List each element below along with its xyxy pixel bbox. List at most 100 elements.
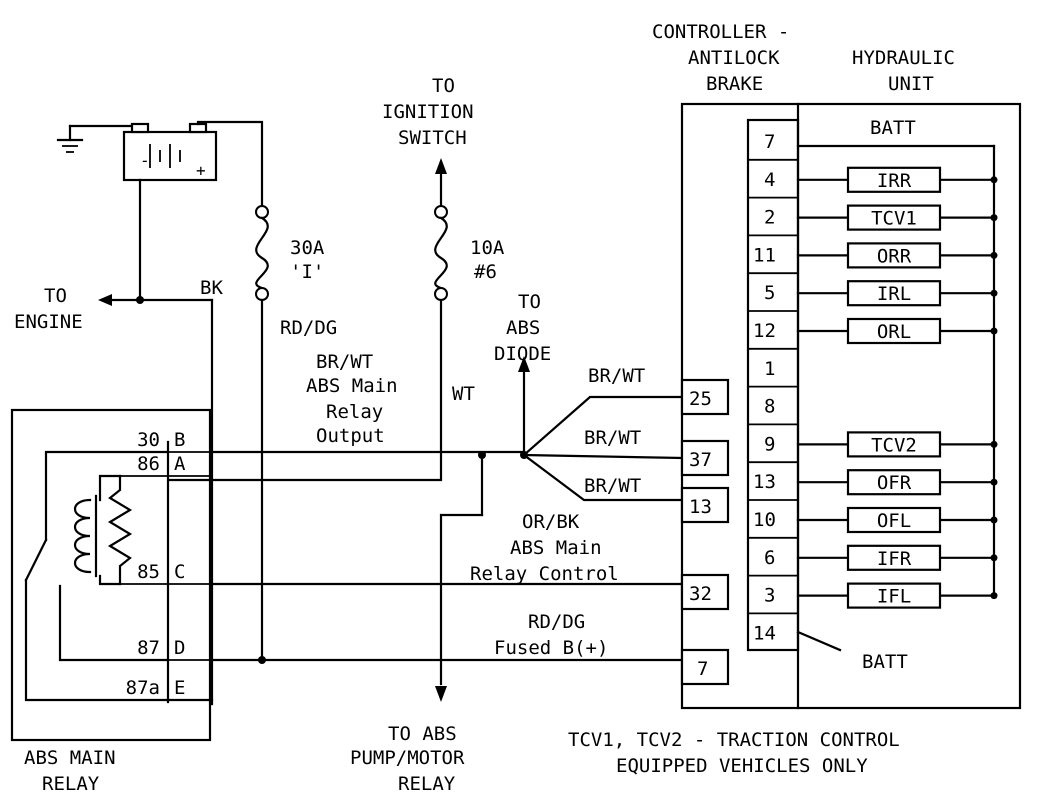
controller-pin-32: 32 [680,573,730,611]
relay-control-label: ABS Main [510,537,602,559]
hydraulic-pin: 12 [748,310,798,342]
relay-pin-number: 85 [137,561,160,583]
to-abs-diode-label: TO [518,291,541,313]
to-ignition-label: IGNITION [382,101,474,123]
to-pump-label: RELAY [398,773,456,795]
or-bk-label: OR/BK [522,511,580,533]
splice-dot [136,296,144,304]
svg-text:TCV2: TCV2 [871,434,917,456]
svg-text:37: 37 [689,449,712,471]
hydraulic-pin: 14 [748,612,798,644]
svg-text:12: 12 [753,320,776,342]
hydraulic-pin: 10 [748,499,798,531]
footnote: EQUIPPED VEHICLES ONLY [616,755,868,777]
svg-text:-: - [140,151,150,170]
battery-icon: - + [122,122,218,182]
hydraulic-pin: 8 [748,385,798,418]
hydraulic-pin: 11 [748,234,798,266]
svg-text:32: 32 [689,583,712,605]
arrow-left-icon [98,294,112,306]
svg-text:IRR: IRR [877,170,912,192]
controller-label: CONTROLLER - [652,21,789,43]
svg-text:14: 14 [753,622,776,644]
svg-text:7: 7 [764,131,775,153]
hydraulic-pin: 7 [764,131,775,153]
hydraulic-pin: 3 [748,574,798,607]
fuse-10a-label: 10A [470,237,505,259]
valve-irl: IRL [796,280,998,307]
batt-label: BATT [862,651,908,673]
fuse-30a-label: 30A [290,237,325,259]
relay-outline [10,408,212,742]
hydraulic-pin: 9 [748,423,798,455]
svg-text:+: + [196,161,206,180]
relay-switch-icon [24,538,48,582]
relay-name-label: RELAY [42,773,100,795]
to-pump-label: PUMP/MOTOR [350,747,465,769]
fuse-30a-icon [255,205,269,301]
hydraulic-pin-block [746,118,800,652]
hydraulic-label: HYDRAULIC [852,47,955,69]
valve-tcv2: TCV2 [796,431,998,458]
controller-pin-7: 7 [680,648,730,686]
controller-label: ANTILOCK [688,47,780,69]
valve-irr: IRR [796,166,998,193]
rd-dg-label: RD/DG [528,611,585,633]
hydraulic-pin: 13 [748,461,798,493]
arrow-up-icon [435,158,447,174]
fused-b-label: Fused B(+) [494,637,608,659]
to-engine-label: TO [44,285,67,307]
relay-pin-letter: C [174,561,185,583]
relay-coil-icon [73,474,122,586]
controller-label: BRAKE [706,73,763,95]
relay-pin-letter: D [174,637,185,659]
svg-text:IRL: IRL [877,283,911,305]
ground-symbol [56,124,140,153]
controller-pin-37: 37 [680,439,730,477]
valve-orr: ORR [796,242,998,269]
relay-pin-letter: B [174,429,185,451]
svg-text:7: 7 [697,658,708,680]
svg-text:OFL: OFL [877,510,911,532]
valve-tcv1: TCV1 [796,204,998,231]
fuse-10a-label: #6 [474,261,497,283]
hydraulic-pin: 4 [748,158,798,191]
relay-resistor-icon [107,474,133,586]
valve-ofl: OFL [796,506,998,534]
wt-label: WT [452,383,475,405]
battery-positive-wire [196,120,264,208]
svg-text:2: 2 [764,207,775,229]
rd-dg-label: RD/DG [280,317,337,339]
to-ignition-label: SWITCH [398,127,467,149]
hydraulic-label: UNIT [888,73,934,95]
hydraulic-pin: 6 [748,536,798,569]
svg-text:13: 13 [689,496,712,518]
svg-text:8: 8 [764,396,775,418]
relay-pin-number: 87 [137,637,160,659]
svg-text:4: 4 [764,169,775,191]
relay-pin-letter: E [174,677,185,699]
br-wt-label: BR/WT [584,475,641,497]
arrow-up-icon [518,356,530,372]
pump-relay-wire [439,513,484,686]
controller-pin-13: 13 [680,486,730,524]
valve-orl: ORL [796,317,998,345]
relay-output-label: Relay [326,401,383,423]
relay-name-label: ABS MAIN [24,747,116,769]
valve-ifl: IFL [796,582,998,609]
footnote: TCV1, TCV2 - TRACTION CONTROL [568,729,900,751]
relay-common-wire [44,450,170,542]
hydraulic-pin: 2 [748,196,798,229]
br-wt-13-wire [522,453,684,502]
br-wt-37-wire [522,453,684,460]
svg-text:5: 5 [764,282,775,304]
relay-pin-number: 87a [126,677,160,699]
fuse-10a-icon [434,205,448,301]
svg-text:ORL: ORL [877,321,911,343]
valve-ifr: IFR [796,544,998,571]
svg-text:1: 1 [764,358,775,380]
arrow-down-icon [435,686,447,702]
svg-text:13: 13 [753,471,776,493]
svg-text:10: 10 [753,509,776,531]
